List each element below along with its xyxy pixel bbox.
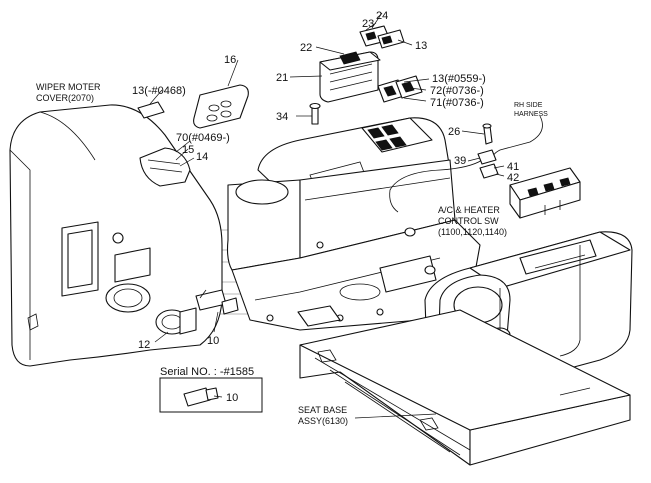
label-rh-line1: RH SIDE [514, 102, 543, 109]
label-13-0559: 13(#0559-) [432, 73, 486, 85]
label-16: 16 [224, 54, 236, 66]
label-seat-line2: ASSY(6130) [298, 416, 348, 426]
label-39: 39 [454, 155, 466, 167]
label-13-top: 13 [415, 40, 427, 52]
label-ac-line3: (1100,1120,1140) [438, 227, 507, 237]
label-15: 15 [182, 144, 194, 156]
label-42: 42 [507, 172, 519, 184]
label-seat-line1: SEAT BASE [298, 405, 347, 415]
label-41: 41 [507, 161, 519, 173]
label-34: 34 [276, 111, 288, 123]
serial-box [159, 377, 263, 413]
label-24: 24 [376, 10, 388, 22]
gauge-12 [155, 307, 197, 335]
leader-lines [149, 12, 505, 419]
label-ac-line2: CONTROL SW [438, 216, 499, 226]
switch-23-24 [359, 25, 405, 49]
label-wiper-line2: COVER(2070) [36, 93, 94, 103]
label-22: 22 [300, 42, 312, 54]
label-70: 70(#0469-) [176, 132, 230, 144]
label-72: 72(#0736-) [430, 85, 484, 97]
label-12: 12 [138, 339, 150, 351]
part-labels: 24 23 13 22 16 21 13(#0559-) 72(#0736-) … [36, 10, 548, 426]
rh-harness-wire [389, 115, 543, 213]
cover-cap-14-15 [139, 147, 191, 187]
pad-13-0468 [137, 101, 165, 119]
center-console [226, 117, 481, 331]
label-14: 14 [196, 151, 208, 163]
label-ac-line1: A/C & HEATER [438, 205, 500, 215]
label-10-box: 10 [226, 392, 238, 404]
label-10: 10 [207, 335, 219, 347]
label-rh-line2: HARNESS [514, 111, 548, 118]
ac-heater-control-switch [509, 167, 581, 219]
label-23: 23 [362, 18, 374, 30]
switch-box-21 [319, 51, 381, 103]
bolt-34 [309, 102, 321, 125]
switch-13-0559 [377, 75, 423, 103]
label-21: 21 [276, 72, 288, 84]
label-serial: Serial NO. : -#1585 [160, 366, 254, 378]
seat-base [299, 309, 631, 466]
switch-panel-16 [193, 84, 249, 129]
lighter-10 [195, 289, 239, 315]
bolt-26 [482, 123, 493, 145]
label-26: 26 [448, 126, 460, 138]
label-13-0468: 13(-#0468) [132, 85, 186, 97]
label-wiper-line1: WIPER MOTER [36, 82, 101, 92]
label-71: 71(#0736-) [430, 97, 484, 109]
